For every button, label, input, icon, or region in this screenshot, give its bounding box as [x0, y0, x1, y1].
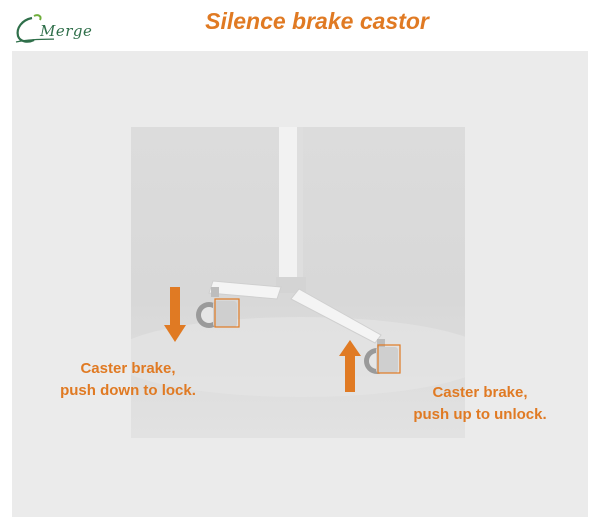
lock-callout: Caster brake, push down to lock. — [38, 358, 218, 402]
page-title: Silence brake castor — [205, 8, 429, 34]
castor-illustration — [131, 127, 465, 397]
lock-callout-line1: Caster brake, — [80, 360, 176, 377]
product-photo — [131, 127, 465, 438]
header: Merge Silence brake castor — [0, 0, 600, 48]
unlock-callout-line2: push up to unlock. — [413, 406, 547, 423]
logo-text: Merge — [40, 22, 93, 40]
brand-logo: Merge — [14, 12, 94, 46]
unlock-callout-line1: Caster brake, — [432, 384, 528, 401]
unlock-callout: Caster brake, push up to unlock. — [396, 382, 564, 426]
lock-callout-line2: push down to lock. — [60, 382, 196, 399]
arrow-up-icon — [339, 340, 361, 392]
arrow-down-icon — [164, 287, 186, 342]
